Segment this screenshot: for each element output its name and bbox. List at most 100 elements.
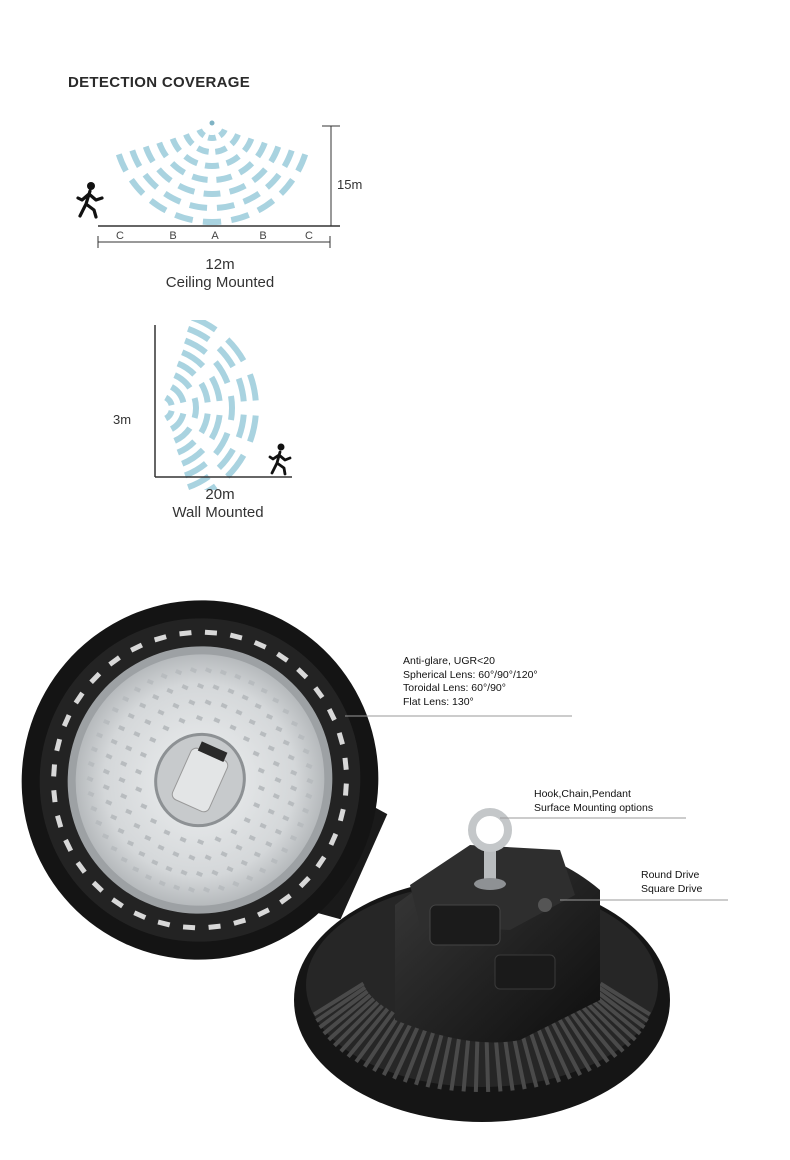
heat-sink-fin <box>556 1016 592 1073</box>
annotation-line: Toroidal Lens: 60°/90° <box>403 682 506 694</box>
led-chip <box>287 754 295 761</box>
heat-sink-fin <box>569 1010 610 1064</box>
led-chip <box>188 854 196 861</box>
led-chip <box>257 785 266 792</box>
wave-segment <box>177 182 196 195</box>
led-chip <box>275 725 283 733</box>
led-chip <box>220 702 228 709</box>
vent-slot <box>179 630 192 637</box>
wave-segment <box>191 173 208 183</box>
led-chip <box>257 767 265 774</box>
led-chip <box>134 768 143 775</box>
wave-segment <box>268 145 282 164</box>
wave-segment <box>203 190 221 197</box>
heat-sink-fin <box>599 981 651 1017</box>
led-chip <box>253 802 261 809</box>
heat-sink-fin <box>592 993 642 1036</box>
heat-sink-fin <box>542 1021 572 1080</box>
heat-sink-fin <box>574 1007 618 1059</box>
eye-hook-icon <box>468 808 512 852</box>
wave-segment <box>163 191 182 205</box>
led-chip <box>289 834 298 842</box>
led-chip <box>204 699 212 706</box>
wave-segment <box>183 337 208 355</box>
led-chip <box>140 803 148 810</box>
vent-slot <box>51 764 57 777</box>
wall-detection-waves <box>164 320 259 490</box>
wall-width-label: 20m <box>205 486 235 503</box>
led-chip <box>132 866 140 873</box>
heat-sink-fin <box>595 989 646 1029</box>
wave-segment <box>255 141 268 159</box>
section-title: DETECTION COVERAGE <box>68 74 251 91</box>
wave-segment <box>235 377 247 402</box>
vent-slot <box>130 642 144 653</box>
wave-segment <box>213 431 231 456</box>
led-chip <box>214 836 222 843</box>
led-chip <box>196 682 205 690</box>
wave-segment <box>241 137 255 153</box>
led-chip <box>274 828 282 835</box>
heat-sink-fin <box>526 1025 550 1086</box>
led-chip <box>95 732 104 739</box>
led-chip <box>213 717 221 724</box>
led-chip <box>195 870 204 878</box>
wave-segment <box>213 360 231 385</box>
wave-segment <box>230 212 250 224</box>
wave-segment <box>216 447 236 471</box>
heat-sink-fin <box>327 997 376 1042</box>
heat-sink-fin <box>313 981 365 1017</box>
wave-segment <box>115 153 129 173</box>
wave-segment <box>198 381 211 403</box>
led-chip <box>305 762 313 770</box>
wave-segment <box>235 414 247 439</box>
annotation-line: Spherical Lens: 60°/90°/120° <box>403 668 538 681</box>
led-chip <box>139 751 147 758</box>
ufo-high-bay-light-illustration <box>21 600 728 1122</box>
led-chip <box>219 669 227 676</box>
vent-slot <box>342 757 349 771</box>
led-chip <box>265 840 273 848</box>
heat-sink-fin <box>392 1021 422 1080</box>
ceiling-detection-waves <box>115 128 309 225</box>
annotation-line: Hook,Chain,Pendant <box>534 788 631 800</box>
led-chip <box>259 867 267 874</box>
vent-slot <box>182 924 196 931</box>
heat-sink-fin <box>584 1000 631 1048</box>
led-chip <box>101 833 110 840</box>
annotation-line: Square Drive <box>641 882 703 895</box>
drive-annotation: Round Drive Square Drive <box>641 869 702 896</box>
vent-slot <box>229 632 243 641</box>
vent-slot <box>313 686 325 699</box>
annotation-line: Round Drive <box>641 869 700 881</box>
zone-label: B <box>169 230 176 242</box>
led-chip <box>144 718 152 726</box>
wave-segment <box>256 198 276 214</box>
wave-segment <box>242 191 261 205</box>
ceiling-caption: Ceiling Mounted <box>165 274 275 291</box>
vent-slot <box>108 655 121 667</box>
vent-slot <box>111 897 124 909</box>
heat-sink-fin <box>549 1018 583 1077</box>
heat-sink-fin <box>354 1010 395 1064</box>
wave-segment <box>208 414 223 441</box>
led-chip <box>127 712 135 720</box>
led-chip <box>220 851 228 858</box>
led-chip <box>267 808 275 815</box>
wave-segment <box>191 397 199 419</box>
wave-segment <box>169 161 186 176</box>
wave-segment <box>208 375 223 402</box>
led-chip <box>118 776 126 784</box>
led-chip <box>267 745 275 752</box>
led-chip <box>102 768 110 775</box>
vent-slot <box>157 919 171 928</box>
led-chip <box>102 718 111 726</box>
zone-label: A <box>211 230 219 242</box>
led-chip <box>111 706 119 713</box>
led-chip <box>126 840 135 847</box>
led-chip <box>163 829 171 836</box>
heat-sink-fin <box>425 1026 446 1088</box>
vent-slot <box>133 910 147 920</box>
heat-sink-fin <box>402 1023 430 1083</box>
led-chip <box>227 688 235 695</box>
